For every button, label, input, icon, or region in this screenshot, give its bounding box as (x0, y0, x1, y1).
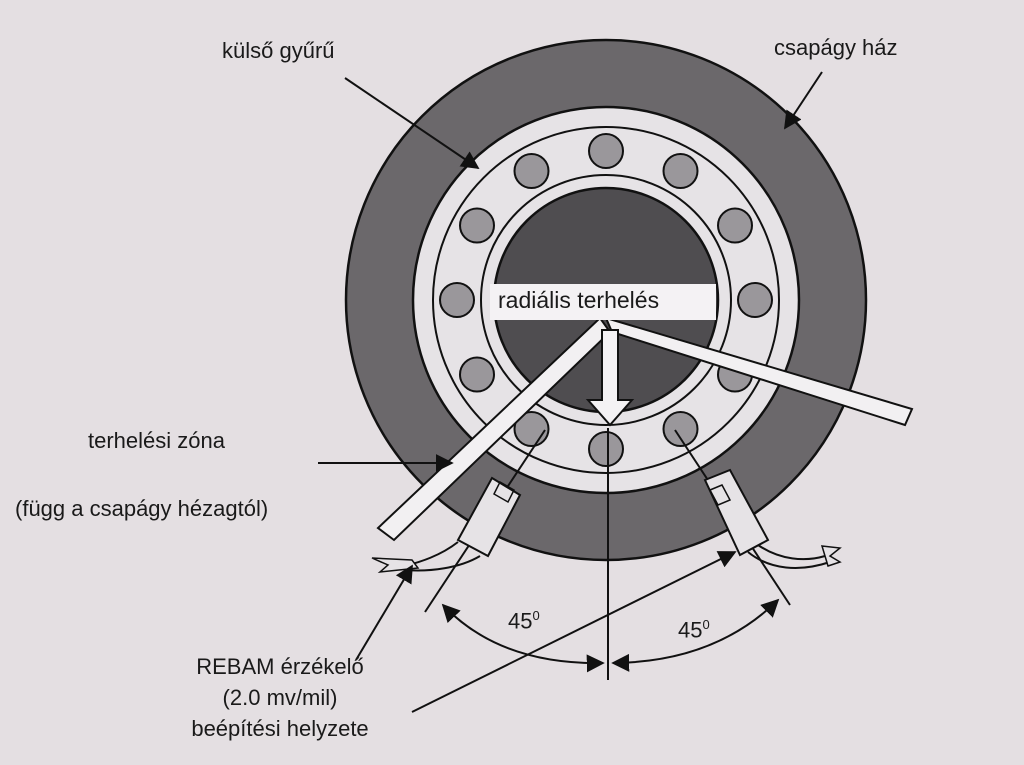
leader-outer-ring (344, 77, 480, 170)
leader-housing (784, 71, 823, 130)
sensor-label-line3: beépítési helyzete (191, 716, 369, 741)
angle-label-left: 450 (508, 608, 540, 634)
outer-ring-label: külső gyűrű (222, 38, 335, 63)
angle-value-right: 45 (678, 617, 703, 643)
load-zone-label: terhelési zóna (88, 428, 225, 453)
rolling-ball (513, 153, 550, 189)
angle-arc-right (611, 598, 780, 672)
angle-arc-left (441, 603, 605, 673)
rolling-ball (662, 411, 699, 447)
sensor-label-line1: REBAM érzékelő (196, 654, 364, 679)
rolling-ball (588, 133, 624, 169)
radial-load-label-box (490, 284, 716, 320)
radial-load-label: radiális terhelés (498, 287, 660, 313)
sensor-right (703, 468, 842, 569)
rolling-ball (737, 282, 773, 318)
bearing-housing-label: csapágy ház (774, 35, 898, 60)
rolling-ball (662, 153, 699, 189)
sensor-label-line2: (2.0 mv/mil) (222, 685, 338, 710)
angle-value-left: 45 (508, 608, 533, 634)
rolling-ball (459, 356, 495, 393)
angle-unit-right: 0 (702, 617, 710, 632)
angle-label-right: 450 (678, 617, 710, 643)
rolling-ball (439, 282, 475, 318)
rolling-ball (717, 207, 753, 244)
radial-load-arrow (585, 329, 635, 427)
leader-sensor-right (411, 551, 737, 713)
load-zone-note: (függ a csapágy hézagtól) (15, 496, 269, 521)
rolling-ball (588, 431, 624, 467)
load-zone-bar-right (604, 316, 914, 427)
rolling-elements (439, 133, 773, 467)
leader-sensor-left (355, 564, 413, 661)
angle-unit-left: 0 (532, 608, 540, 623)
rolling-ball (459, 207, 495, 244)
